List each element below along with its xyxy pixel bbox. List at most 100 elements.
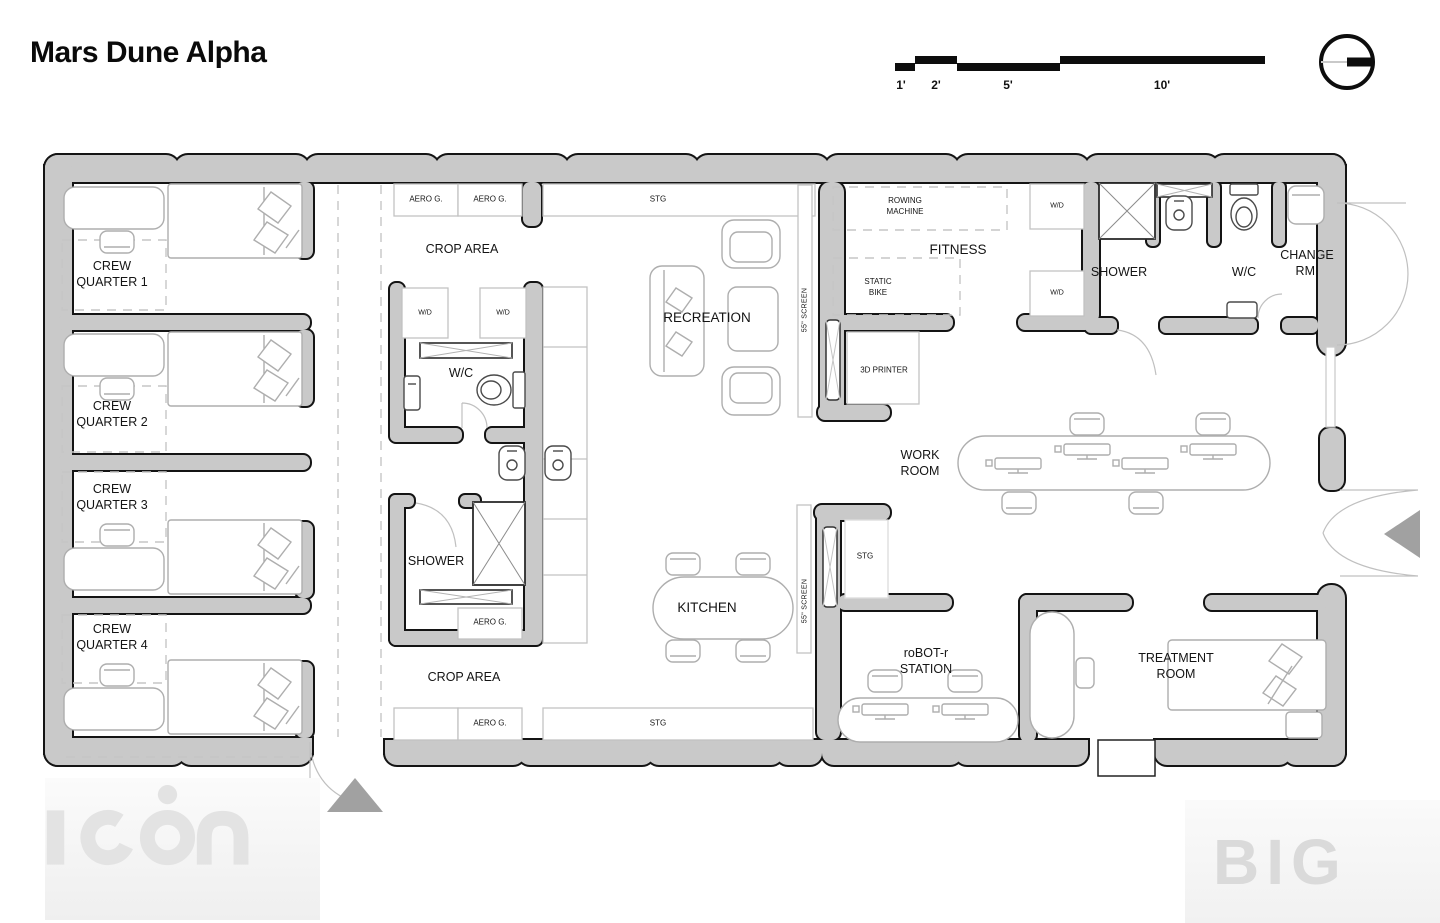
bed <box>167 183 303 259</box>
hamper-x-lines <box>419 183 1213 605</box>
room-label-change-room: CHANGE RM. <box>1280 247 1334 278</box>
chair <box>1195 412 1231 436</box>
fixtures <box>403 183 1259 481</box>
equip-label-stg: STG <box>649 194 667 204</box>
cabinet-box <box>393 707 459 741</box>
bed <box>167 519 303 595</box>
bed <box>167 331 303 407</box>
chair <box>99 230 135 254</box>
toilet <box>476 371 526 409</box>
door-wc-right <box>1257 293 1283 319</box>
aero-garden-box <box>457 183 523 217</box>
sink <box>403 375 421 411</box>
room-label-wc-right: W/C <box>1231 264 1257 279</box>
equip-label-stg: STG <box>856 551 874 561</box>
static-bike-outline <box>832 257 961 316</box>
equip-label-stg: STG <box>649 718 667 728</box>
room-label-crop-area-bottom: CROP AREA <box>427 669 501 684</box>
walls-fill <box>45 155 1345 765</box>
scale-bar-icon <box>895 56 1265 71</box>
room-label-robot-station: roBOT-r STATION <box>899 645 953 676</box>
page-title: Mars Dune Alpha <box>30 36 267 69</box>
bottom-door-panel <box>1097 739 1156 777</box>
equip-label-static-bike: STATIC BIKE <box>864 277 892 297</box>
window-strip <box>1325 346 1336 428</box>
big-logo-box: BIG <box>1185 800 1440 923</box>
sink <box>1226 301 1258 319</box>
pocket-doors <box>822 319 841 608</box>
chair <box>1069 412 1105 436</box>
equip-label-aero-g: AERO G. <box>473 617 507 627</box>
equip-label-rowing-machine: ROWING MACHINE <box>886 196 924 216</box>
door-shower-mid <box>415 502 457 548</box>
equip-label-screen-55: 55" SCREEN <box>801 578 809 624</box>
chair <box>1075 657 1095 689</box>
chair <box>735 639 771 663</box>
chair <box>99 663 135 687</box>
equip-label-aero-g: AERO G. <box>473 718 507 728</box>
room-label-treatment-room: TREATMENT ROOM <box>1138 650 1214 681</box>
sink <box>1165 195 1193 231</box>
desk <box>63 547 165 591</box>
chair <box>99 377 135 401</box>
room-label-fitness: FITNESS <box>929 242 987 258</box>
compass-icon <box>1319 34 1375 90</box>
storage-box <box>542 707 814 741</box>
chair <box>867 669 903 693</box>
storage-box <box>542 183 816 217</box>
armchair <box>721 219 781 269</box>
room-label-crew-quarter-2: CREW QUARTER 2 <box>76 398 148 429</box>
washer-dryer-box <box>479 287 527 339</box>
entry-arrows <box>327 510 1420 812</box>
change-room-chair <box>1287 185 1325 225</box>
toilet <box>1229 183 1259 231</box>
room-label-recreation: RECREATION <box>663 310 751 326</box>
aero-garden-box <box>457 707 523 741</box>
equip-label-aero-g: AERO G. <box>473 194 507 204</box>
room-label-crop-area-top: CROP AREA <box>425 241 499 256</box>
door-entry-top-leaf <box>1322 489 1419 534</box>
equip-label-wd: W/D <box>1050 289 1064 297</box>
scale-label-2ft: 2' <box>931 78 941 92</box>
screen-55-top <box>797 184 813 418</box>
desk <box>63 333 165 377</box>
sofa <box>649 265 705 377</box>
room-label-work-room: WORK ROOM <box>900 447 940 478</box>
treatment-bed <box>1167 639 1327 711</box>
armchair <box>721 366 781 416</box>
chair <box>665 552 701 576</box>
chair <box>99 523 135 547</box>
door-wc-mid <box>461 402 488 429</box>
aero-garden-box <box>457 607 523 640</box>
equip-label-wd: W/D <box>1050 202 1064 210</box>
room-label-shower-mid: SHOWER <box>407 553 465 568</box>
desk <box>63 687 165 731</box>
stall-x-lines <box>472 182 1156 586</box>
room-label-crew-quarter-4: CREW QUARTER 4 <box>76 621 148 652</box>
sink <box>498 445 526 481</box>
icon-logo <box>46 785 249 866</box>
equip-label-wd: W/D <box>418 309 432 317</box>
chair <box>735 552 771 576</box>
sink <box>544 445 572 481</box>
scale-label-1ft: 1' <box>896 78 906 92</box>
icon-logo-box <box>45 778 320 920</box>
equip-label-aero-g: AERO G. <box>409 194 443 204</box>
chair <box>1001 491 1037 515</box>
entry-arrow-south <box>327 778 383 812</box>
scale-label-5ft: 5' <box>1003 78 1013 92</box>
big-logo: BIG <box>1213 825 1348 898</box>
coffee-table <box>727 286 779 352</box>
room-label-wc-mid: W/C <box>448 365 474 380</box>
room-label-kitchen: KITCHEN <box>677 600 737 616</box>
aero-garden-box <box>393 183 459 217</box>
rowing-machine-outline <box>832 186 1008 231</box>
equip-label-wd: W/D <box>496 309 510 317</box>
storage-closet <box>844 519 889 599</box>
bed <box>167 659 303 735</box>
equip-label-screen-55: 55" SCREEN <box>801 287 809 333</box>
room-label-crew-quarter-1: CREW QUARTER 1 <box>76 258 148 289</box>
pocket-door-x <box>822 319 841 608</box>
washer-dryer-box <box>401 287 449 339</box>
